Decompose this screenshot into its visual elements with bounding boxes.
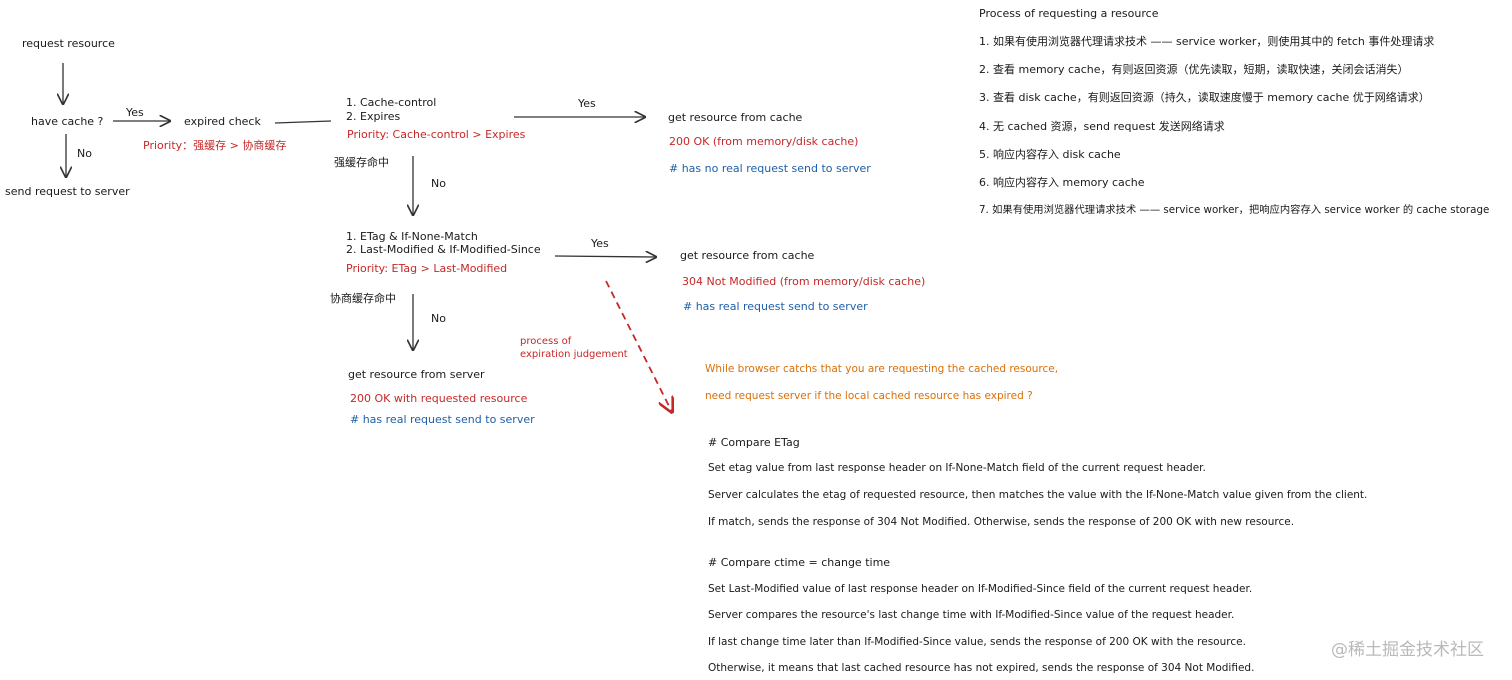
strong-cache-priority: Priority: Cache-control > Expires xyxy=(347,128,526,141)
ctime-line: Set Last-Modified value of last response… xyxy=(708,583,1253,595)
priority-label: Priority：强缓存 > 协商缓存 xyxy=(143,139,287,152)
expired-check-node: expired check xyxy=(184,115,261,128)
line-expired-to-strong xyxy=(274,120,332,124)
process-step: 5. 响应内容存入 disk cache xyxy=(979,148,1121,161)
strong-cache-line2: 2. Expires xyxy=(346,110,401,123)
etag-line: Server calculates the etag of requested … xyxy=(708,489,1368,501)
process-label-line2: expiration judgement xyxy=(520,349,628,360)
ctime-line: Server compares the resource's last chan… xyxy=(708,609,1235,621)
server-result-note: # has real request send to server xyxy=(350,413,535,426)
strong-no-label: No xyxy=(431,177,446,190)
etag-line: Set etag value from last response header… xyxy=(708,462,1206,474)
server-result-title: get resource from server xyxy=(348,368,485,381)
cache-result-title: get resource from cache xyxy=(668,111,803,124)
cache-result-2-title: get resource from cache xyxy=(680,249,815,262)
negotiate-cache-hit-label: 协商缓存命中 xyxy=(330,292,396,305)
process-step: 7. 如果有使用浏览器代理请求技术 —— service worker，把响应内… xyxy=(979,204,1490,216)
send-request-node: send request to server xyxy=(5,185,130,198)
explanation-intro-1: While browser catchs that you are reques… xyxy=(705,363,1059,375)
process-label-line1: process of xyxy=(520,336,572,347)
strong-cache-line1: 1. Cache-control xyxy=(346,96,437,109)
negotiate-yes-label: Yes xyxy=(591,237,609,250)
process-step: 1. 如果有使用浏览器代理请求技术 —— service worker，则使用其… xyxy=(979,35,1435,48)
negotiate-no-label: No xyxy=(431,312,446,325)
cache-result-status: 200 OK (from memory/disk cache) xyxy=(669,135,859,148)
negotiate-cache-priority: Priority: ETag > Last-Modified xyxy=(346,262,508,275)
process-step: 2. 查看 memory cache，有则返回资源（优先读取，短期，读取快速，关… xyxy=(979,63,1409,76)
process-step: 4. 无 cached 资源，send request 发送网络请求 xyxy=(979,120,1225,133)
negotiate-cache-line1: 1. ETag & If-None-Match xyxy=(346,230,478,243)
arrow-process-dashed xyxy=(605,280,672,412)
etag-line: If match, sends the response of 304 Not … xyxy=(708,516,1295,528)
process-step: 3. 查看 disk cache，有则返回资源（持久，读取速度慢于 memory… xyxy=(979,91,1430,104)
cache-result-note: # has no real request send to server xyxy=(669,162,871,175)
ctime-line: If last change time later than If-Modifi… xyxy=(708,636,1246,648)
ctime-line: Otherwise, it means that last cached res… xyxy=(708,662,1255,674)
strong-cache-hit-label: 强缓存命中 xyxy=(334,156,389,169)
cache-result-2-note: # has real request send to server xyxy=(683,300,868,313)
yes-label: Yes xyxy=(126,106,144,119)
etag-title: # Compare ETag xyxy=(708,436,800,449)
strong-yes-label: Yes xyxy=(578,97,596,110)
process-step: 6. 响应内容存入 memory cache xyxy=(979,176,1145,189)
arrow-negotiate-yes xyxy=(554,256,656,257)
request-resource-node: request resource xyxy=(22,37,115,50)
have-cache-node: have cache ? xyxy=(31,115,104,128)
explanation-intro-2: need request server if the local cached … xyxy=(705,390,1033,402)
cache-result-2-status: 304 Not Modified (from memory/disk cache… xyxy=(682,275,926,288)
ctime-title: # Compare ctime = change time xyxy=(708,556,891,569)
negotiate-cache-line2: 2. Last-Modified & If-Modified-Since xyxy=(346,243,541,256)
watermark: @稀土掘金技术社区 xyxy=(1331,640,1484,660)
process-title: Process of requesting a resource xyxy=(979,7,1159,20)
server-result-status: 200 OK with requested resource xyxy=(350,392,528,405)
no-label: No xyxy=(77,147,92,160)
